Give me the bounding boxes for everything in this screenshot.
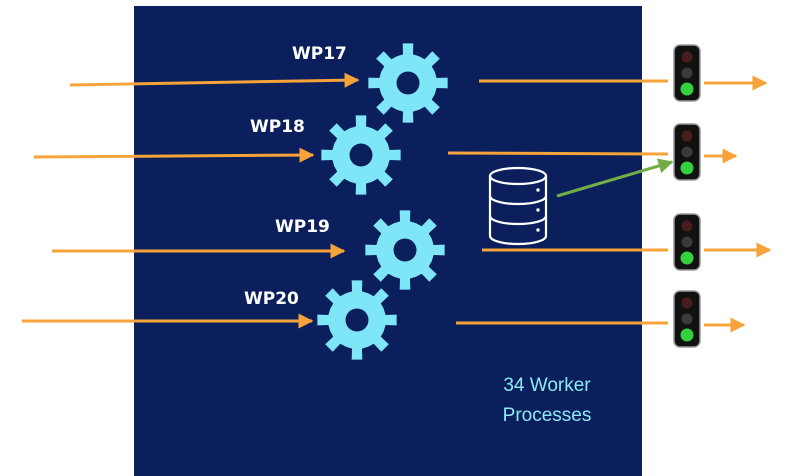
traffic-light-icon [673,290,701,348]
database-icon [488,166,548,246]
database-link-arrow [556,158,674,198]
worker-label-wp17: WP17 [292,44,347,64]
worker-to-light-line-2 [447,151,669,156]
green-lamp [680,82,694,96]
traffic-light-icon [673,213,701,271]
caption-line-2: Processes [503,405,592,426]
worker-label-wp20: WP20 [244,289,299,309]
worker-label-wp18: WP18 [250,117,305,137]
incoming-arrow-wp17 [69,72,360,88]
red-lamp [681,220,693,232]
caption-line-1: 34 Worker [503,375,591,396]
gear-icon [317,280,397,360]
green-lamp [680,328,694,342]
gear-icon [321,115,401,195]
gear-icon [368,43,448,123]
traffic-light-icon [673,44,701,102]
worker-label-wp19: WP19 [275,217,330,237]
amber-lamp [681,313,693,325]
request-arrows [22,72,772,333]
red-lamp [681,51,693,63]
red-lamp [681,297,693,309]
traffic-light-icon [673,123,701,181]
amber-lamp [681,67,693,79]
worker-gears [317,43,448,360]
gear-icon [365,210,445,290]
traffic-lights [673,44,701,348]
green-lamp [680,251,694,265]
red-lamp [681,130,693,142]
green-lamp [680,161,694,175]
amber-lamp [681,236,693,248]
incoming-arrow-wp18 [33,147,315,163]
amber-lamp [681,146,693,158]
